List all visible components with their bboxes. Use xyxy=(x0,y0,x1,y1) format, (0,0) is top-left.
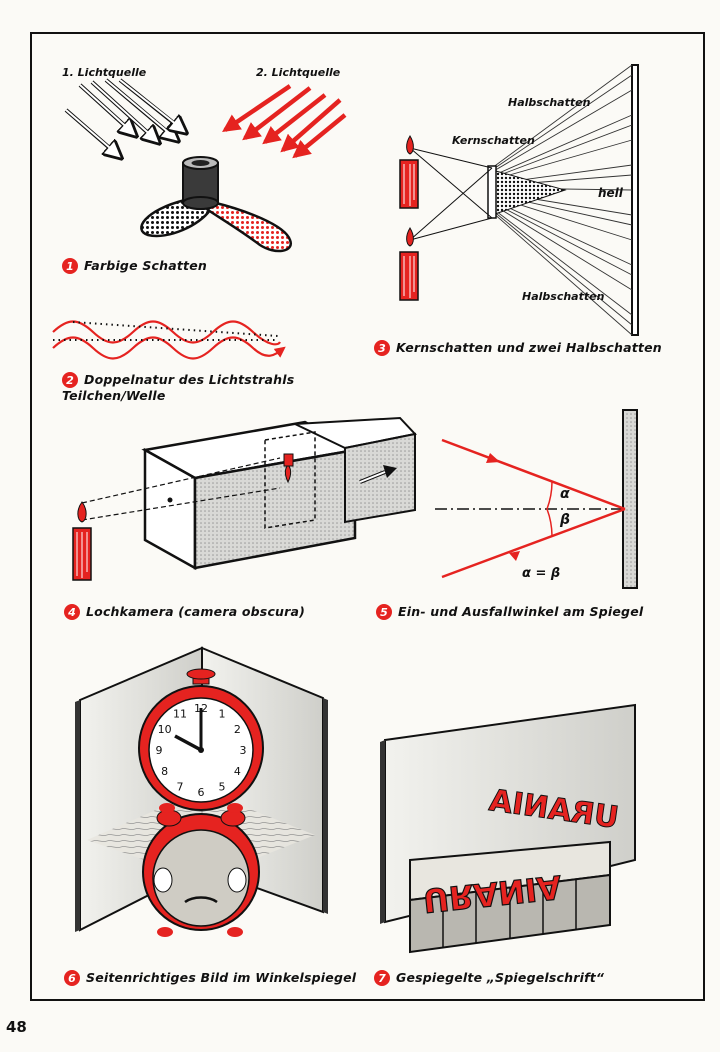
fig4-pinhole-camera-illustration xyxy=(72,416,417,581)
fig7-number-badge: 7 xyxy=(374,970,390,986)
fig2-wave-particle-illustration xyxy=(52,320,286,360)
clock-numeral: 9 xyxy=(156,744,163,757)
fig3-number-badge: 3 xyxy=(374,340,390,356)
fig6-number-badge: 6 xyxy=(64,970,80,986)
fig1-caption: 1 Farbige Schatten xyxy=(62,258,207,274)
fig5-label-equation: α = β xyxy=(522,566,561,581)
clock-numeral: 6 xyxy=(198,786,205,799)
clock-numeral: 3 xyxy=(240,744,247,757)
fig5-number-badge: 5 xyxy=(376,604,392,620)
fig3-core-and-half-shadow-illustration xyxy=(399,64,639,336)
fig1-number-badge: 1 xyxy=(62,258,78,274)
clock-numeral: 8 xyxy=(161,765,168,778)
fig1-label-light-source-1: 1. Lichtquelle xyxy=(62,66,147,79)
fig1-caption-text: Farbige Schatten xyxy=(84,258,207,273)
clock-numeral: 1 xyxy=(219,708,226,721)
clock-numeral: 11 xyxy=(173,708,187,721)
fig6-caption-text: Seitenrichtiges Bild im Winkelspiegel xyxy=(86,970,357,985)
clock-numeral: 10 xyxy=(158,723,172,736)
fig3-label-core-shadow: Kernschatten xyxy=(452,134,535,147)
fig5-caption-text: Ein- und Ausfallwinkel am Spiegel xyxy=(398,604,644,619)
fig4-number-badge: 4 xyxy=(64,604,80,620)
page-number: 48 xyxy=(6,1018,27,1036)
fig1-label-light-source-2: 2. Lichtquelle xyxy=(256,66,341,79)
fig2-caption: 2 Doppelnatur des Lichtstrahls Teilchen/… xyxy=(62,372,294,404)
fig3-label-half-shadow-bottom: Halbschatten xyxy=(522,290,605,303)
fig2-caption-line2: Teilchen/Welle xyxy=(62,388,166,403)
fig2-caption-line1: Doppelnatur des Lichtstrahls xyxy=(84,372,295,387)
clock-numeral: 5 xyxy=(219,780,226,793)
fig6-angle-mirror-clock-illustration: 121234567891011 xyxy=(75,646,328,937)
fig3-label-half-shadow-top: Halbschatten xyxy=(508,96,591,109)
fig5-label-beta: β xyxy=(560,512,571,528)
fig6-caption: 6 Seitenrichtiges Bild im Winkelspiegel xyxy=(64,970,356,986)
fig3-caption-text: Kernschatten und zwei Halbschatten xyxy=(396,340,662,355)
fig7-mirror-writing-illustration: URANIA URANIA xyxy=(380,703,636,954)
fig7-caption-text: Gespiegelte „Spiegelschrift“ xyxy=(396,970,605,985)
fig5-caption: 5 Ein- und Ausfallwinkel am Spiegel xyxy=(376,604,643,620)
fig1-colored-shadows-illustration xyxy=(64,78,347,253)
clock-numeral: 4 xyxy=(234,765,241,778)
clock-numeral: 7 xyxy=(177,780,184,793)
clock-numeral: 2 xyxy=(234,723,241,736)
fig7-caption: 7 Gespiegelte „Spiegelschrift“ xyxy=(374,970,604,986)
fig3-caption: 3 Kernschatten und zwei Halbschatten xyxy=(374,340,662,356)
fig4-caption: 4 Lochkamera (camera obscura) xyxy=(64,604,305,620)
fig2-number-badge: 2 xyxy=(62,372,78,388)
fig5-label-alpha: α xyxy=(560,486,570,502)
page-frame xyxy=(30,32,705,1001)
fig4-caption-text: Lochkamera (camera obscura) xyxy=(86,604,306,619)
fig3-label-bright: hell xyxy=(598,186,623,200)
fig5-reflection-angle-illustration xyxy=(435,409,638,589)
